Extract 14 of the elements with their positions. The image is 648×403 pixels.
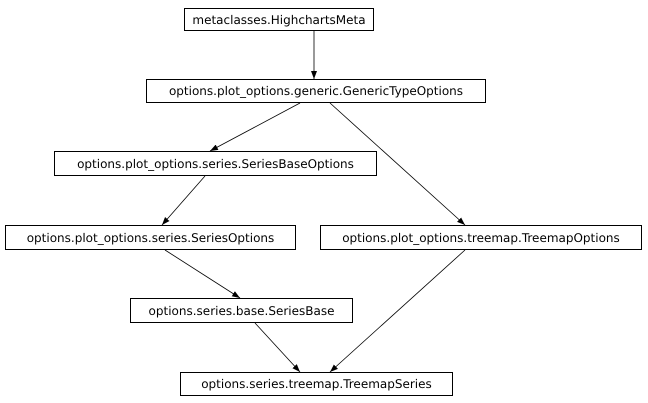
arrow [330,250,466,372]
class-box: options.series.base.SeriesBase [130,298,353,323]
arrow [311,30,317,80]
class-box: options.plot_options.generic.GenericTypeOptions [146,79,486,103]
class-box: options.plot_options.series.SeriesBaseOptions [54,151,377,176]
class-box: options.plot_options.treemap.TreemapOptions [320,225,642,250]
class-box: options.series.treemap.TreemapSeries [180,372,453,396]
arrow [164,250,240,298]
arrow [254,322,300,372]
arrow [162,176,206,226]
arrow [210,102,300,152]
class-box: options.plot_options.series.SeriesOptions [5,225,296,250]
class-box: metaclasses.HighchartsMeta [184,8,374,31]
arrow [330,102,466,226]
